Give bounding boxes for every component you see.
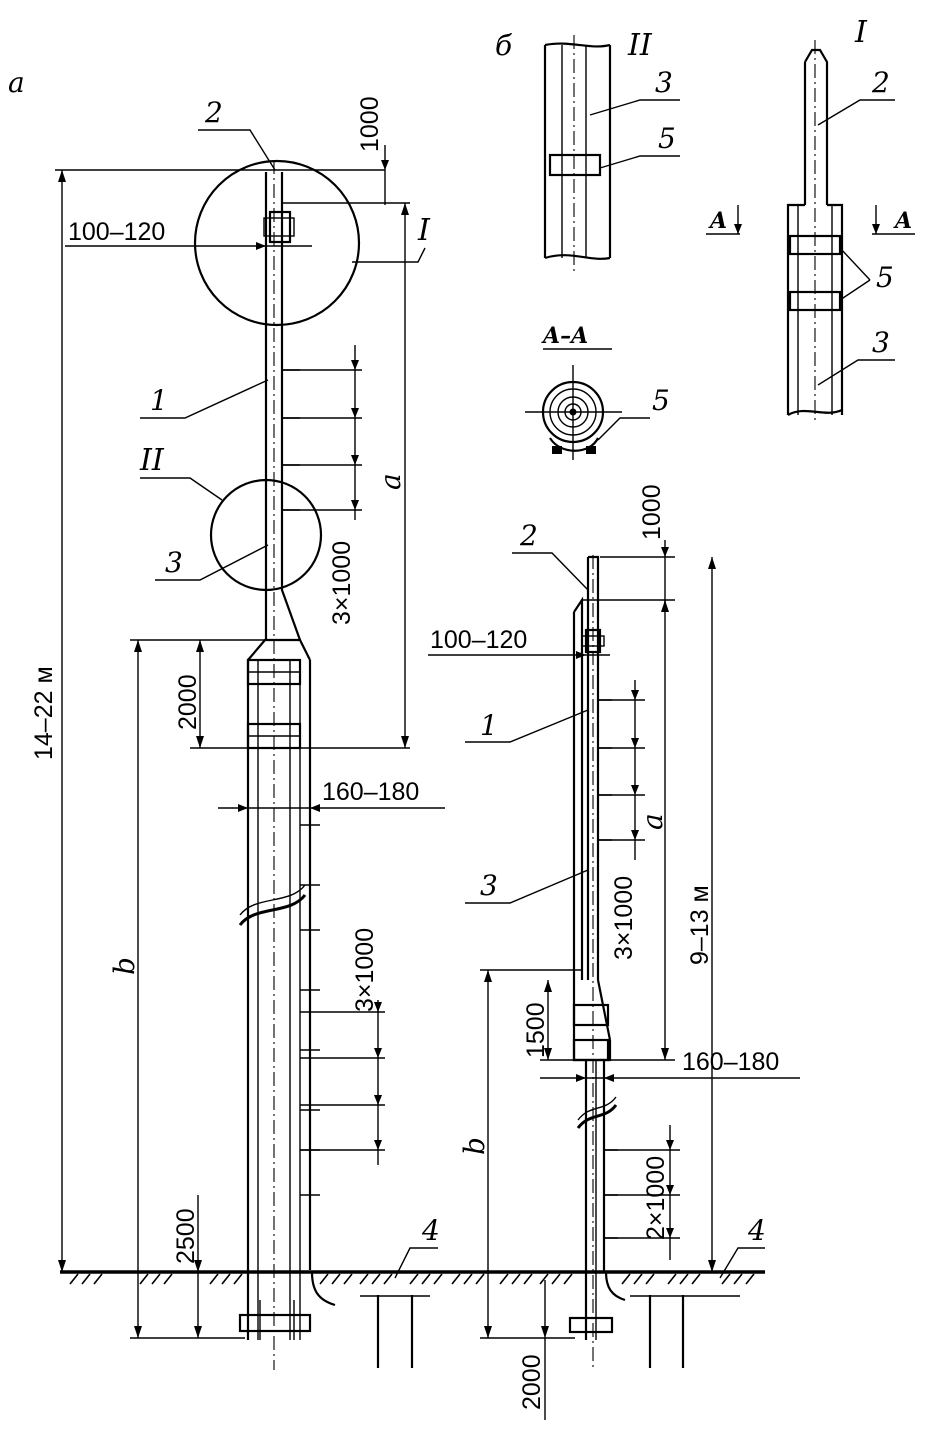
left-support <box>193 159 361 1370</box>
callout-detail-II: II <box>139 443 165 478</box>
left-upper-length: a <box>374 473 407 490</box>
right-overlap: 1500 <box>522 1002 550 1058</box>
right-top-gap: 1000 <box>638 484 666 540</box>
left-head-offset: 100–120 <box>68 218 165 246</box>
right-upper-length: a <box>636 813 669 830</box>
left-lower-length: b <box>108 957 141 975</box>
callout-3-left: 3 <box>165 546 183 579</box>
callout-4-left: 4 <box>421 1214 440 1247</box>
detail-II-view: II 3 5 <box>543 28 680 275</box>
callout-2-left: 2 <box>204 96 223 129</box>
right-head-offset: 100–120 <box>430 626 527 654</box>
right-support <box>568 555 626 1370</box>
section-mark-A-right: A <box>893 208 912 234</box>
detail-circle-I <box>193 159 361 327</box>
left-butt-offset: 160–180 <box>322 778 419 806</box>
right-callouts: 2 1 3 4 <box>465 519 766 1279</box>
right-dimensions: 1000 100–120 a 9–13 м 3×1000 1500 <box>428 484 800 1420</box>
callout-1-left: 1 <box>150 384 168 417</box>
detail-circle-II <box>209 478 323 592</box>
callout-5-section: 5 <box>652 384 670 417</box>
section-A-A-title: A–A <box>541 323 588 349</box>
section-mark-A-left: A <box>708 208 727 234</box>
detail-I-view: I 2 5 3 A A <box>706 15 915 420</box>
left-burial: 2500 <box>172 1208 200 1264</box>
callout-2-right: 2 <box>519 519 538 552</box>
left-dimensions: 1000 100–120 14–22 м a 3×1000 b <box>30 96 445 1339</box>
left-top-gap: 1000 <box>356 96 384 152</box>
detail-I-title: I <box>854 15 868 50</box>
callout-3-detail-II: 3 <box>655 66 673 99</box>
callout-3-detail-I: 3 <box>872 326 890 359</box>
callout-3-right: 3 <box>480 869 498 902</box>
callout-2-detail-I: 2 <box>871 66 890 99</box>
callout-4-right: 4 <box>747 1214 766 1247</box>
callout-detail-I: I <box>417 213 431 248</box>
view-label-a: а <box>8 66 25 99</box>
right-burial: 2000 <box>518 1354 546 1410</box>
right-lower-spacing: 2×1000 <box>642 1156 670 1240</box>
ground-line <box>60 1270 765 1368</box>
callout-5-detail-II: 5 <box>658 122 676 155</box>
detail-II-title: II <box>627 28 653 63</box>
callout-1-right: 1 <box>480 709 498 742</box>
section-A-A: A–A 5 <box>525 323 670 460</box>
left-callouts: 2 I 1 II 3 4 <box>139 96 440 1279</box>
right-butt-offset: 160–180 <box>682 1048 779 1076</box>
right-upper-spacing: 3×1000 <box>610 876 638 960</box>
view-label-b: б <box>495 29 513 62</box>
left-overlap: 2000 <box>174 674 202 730</box>
right-total-height: 9–13 м <box>686 885 714 965</box>
left-lower-spacing: 3×1000 <box>351 928 379 1012</box>
right-lower-length: b <box>458 1137 491 1155</box>
left-total-height: 14–22 м <box>30 666 58 760</box>
callout-5-detail-I: 5 <box>876 261 894 294</box>
left-upper-spacing: 3×1000 <box>328 541 356 625</box>
